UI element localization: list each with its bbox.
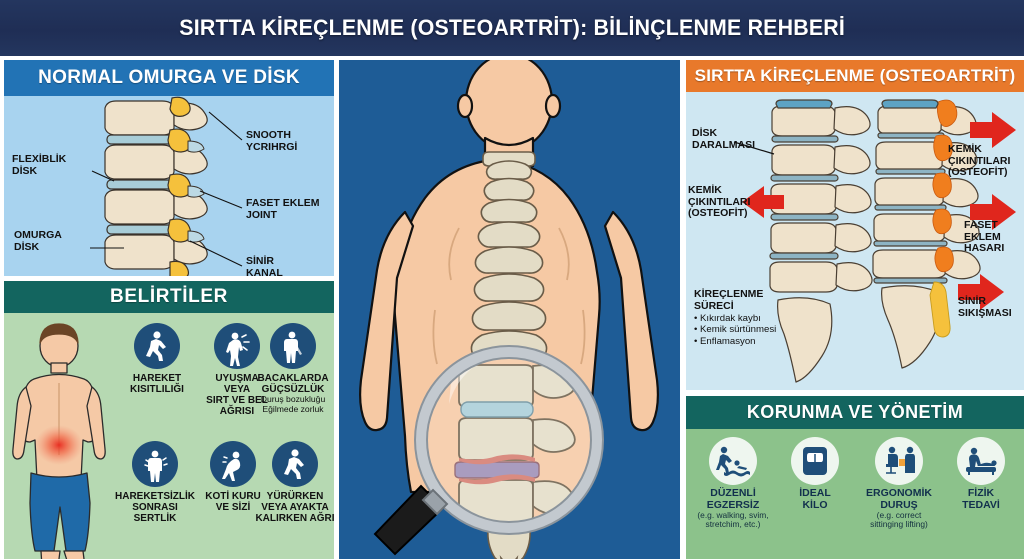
panel-osteoarthritis-title: SIRTTA KİREÇLENME (OSTEOARTRİT) [694,66,1016,85]
label-facet-joint: FASET EKLEM JOINT [246,197,320,221]
pain-hotspot [35,425,83,465]
arrow-bone-spurs-right [970,112,1016,148]
label-disc-narrowing: DİSK DARALMASI [692,127,755,151]
process-item-2: Kemik sürtünmesi [694,324,824,335]
magnifier-handle [373,484,449,556]
prevention-item-1: DÜZENLİ EGZERSİZ (e.g. walking, svim, st… [692,437,774,530]
process-list: KİREÇLENME SÜRECİ Kıkırdak kaybı Kemik s… [694,288,824,347]
process-list-title: KİREÇLENME SÜRECİ [694,288,764,312]
leg-weakness-person-icon [270,323,316,369]
symptom-label-2: UYUŞMA VEYA SIRT VE BEL AĞRISI [206,373,268,417]
symptom-label-3: BACAKLARDA GÜÇSÜZLÜK [257,373,329,395]
prevention-sub-3: (e.g. correct sittinging lifting) [870,510,928,530]
symptom-item-3: BACAKLARDA GÜÇSÜZLÜK Duruş bozukluğu Eği… [247,323,334,414]
panel-osteoarthritis: SIRTTA KİREÇLENME (OSTEOARTRİT) [686,60,1024,390]
stiff-person-icon [132,441,178,487]
label-omurga-disk: OMURGA DİSK [14,229,62,253]
process-item-3: Enflamasyon [694,336,824,347]
symptom-item-5: KOTİ KURU VE SİZİ [190,441,276,513]
process-list-items: Kıkırdak kaybı Kemik sürtünmesi Enflamas… [694,313,824,347]
arrow-facet-damage [970,194,1016,230]
label-facet-damage: FASET EKLEM HASARI [964,219,1005,254]
physical-therapy-icon [957,437,1005,485]
page-title-bar: SIRTTA KİREÇLENME (OSTEOARTRİT): BİLİNÇL… [0,0,1024,56]
symptom-label-4: HAREKETSİZLİK SONRASI SERTLİK [115,491,195,524]
symptom-item-4: HAREKETSİZLİK SONRASI SERTLİK [112,441,198,524]
page-title: SIRTTA KİREÇLENME (OSTEOARTRİT): BİLİNÇL… [179,15,845,40]
arrow-nerve-compression [958,274,1004,310]
label-bone-spurs-left: KEMİK ÇIKINTILARI (OSTEOFİT) [688,184,751,219]
prevention-item-4: FİZİK TEDAVİ [940,437,1022,511]
magnifier-content [373,345,604,556]
prevention-item-2: İDEAL KİLO [774,437,856,511]
red-arrows [742,112,1016,310]
hunched-person-icon [210,441,256,487]
walking-pain-person-icon [272,441,318,487]
panel-prevention: KORUNMA VE YÖNETİM DÜZENLİ EGZERSİZ (e.g… [686,396,1024,559]
label-flexible-disk: FLEXİBLİK DİSK [12,153,67,177]
panel-symptoms-body: HAREKET KISITLILIĞI UYUŞMA VEYA SIRT VE … [4,313,334,559]
panel-osteoarthritis-header: SIRTTA KİREÇLENME (OSTEOARTRİT) [686,60,1024,92]
panel-prevention-header: KORUNMA VE YÖNETİM [686,396,1024,429]
ergonomic-desk-icon [875,437,923,485]
panel-osteoarthritis-body: DİSK DARALMASI KEMİK ÇIKINTILARI (OSTEOF… [686,92,1024,390]
symptom-item-6: YÜRÜRKEN VEYA AYAKTA KALIRKEN AĞRI [252,441,334,524]
exercise-swim-icon [709,437,757,485]
prevention-label-4: FİZİK TEDAVİ [962,487,1000,511]
prevention-sub-1: (e.g. walking, svim, stretchim, etc.) [697,510,769,530]
back-pain-person-icon [214,323,260,369]
panel-prevention-body: DÜZENLİ EGZERSİZ (e.g. walking, svim, st… [686,429,1024,559]
prevention-label-1: DÜZENLİ EGZERSİZ [706,487,760,511]
prevention-label-2: İDEAL KİLO [799,487,831,511]
panel-normal-spine-title: NORMAL OMURGA VE DİSK [38,67,300,88]
symptom-sub-3: Duruş bozukluğu Eğilmede zorluk [260,394,326,414]
panel-normal-spine: NORMAL OMURGA VE DİSK [4,60,334,276]
center-illustration [339,60,680,559]
prevention-item-3: ERGONOMİK DURUŞ (e.g. correct sittinging… [853,437,945,530]
panel-center-body [339,60,680,559]
label-smooth-cartilage: SNOOTH YCRIHRGİ [246,129,298,153]
symptom-label-1: HAREKET KISITLILIĞI [130,373,184,395]
panel-symptoms: BELİRTİLER [4,281,334,559]
symptom-item-2: UYUŞMA VEYA SIRT VE BEL AĞRISI [194,323,280,417]
panel-prevention-title: KORUNMA VE YÖNETİM [746,402,964,422]
symptom-label-5: KOTİ KURU VE SİZİ [205,491,261,513]
walking-person-icon [134,323,180,369]
symptom-label-6: YÜRÜRKEN VEYA AYAKTA KALIRKEN AĞRI [255,491,334,524]
back-pain-figure [12,323,106,559]
normal-spine-illustration [90,96,243,276]
panel-normal-spine-header: NORMAL OMURGA VE DİSK [4,60,334,96]
symptom-item-1: HAREKET KISITLILIĞI [114,323,200,395]
label-nerve-canal: SİNİR KANAL [246,255,283,276]
label-bone-spurs-right: KEMİK ÇIKINTILARI (OSTEOFİT) [948,143,1011,178]
process-item-1: Kıkırdak kaybı [694,313,824,324]
panel-normal-spine-body: FLEXİBLİK DİSK OMURGA DİSK SNOOTH YCRIHR… [4,96,334,276]
panel-symptoms-title: BELİRTİLER [110,286,228,307]
weight-scale-icon [791,437,839,485]
label-nerve-compression: SİNİR SIKIŞMASI [958,295,1012,319]
panel-symptoms-header: BELİRTİLER [4,281,334,313]
arrow-bone-spurs-left [742,186,784,218]
leader-lines [90,111,243,267]
prevention-label-3: ERGONOMİK DURUŞ [866,487,932,511]
